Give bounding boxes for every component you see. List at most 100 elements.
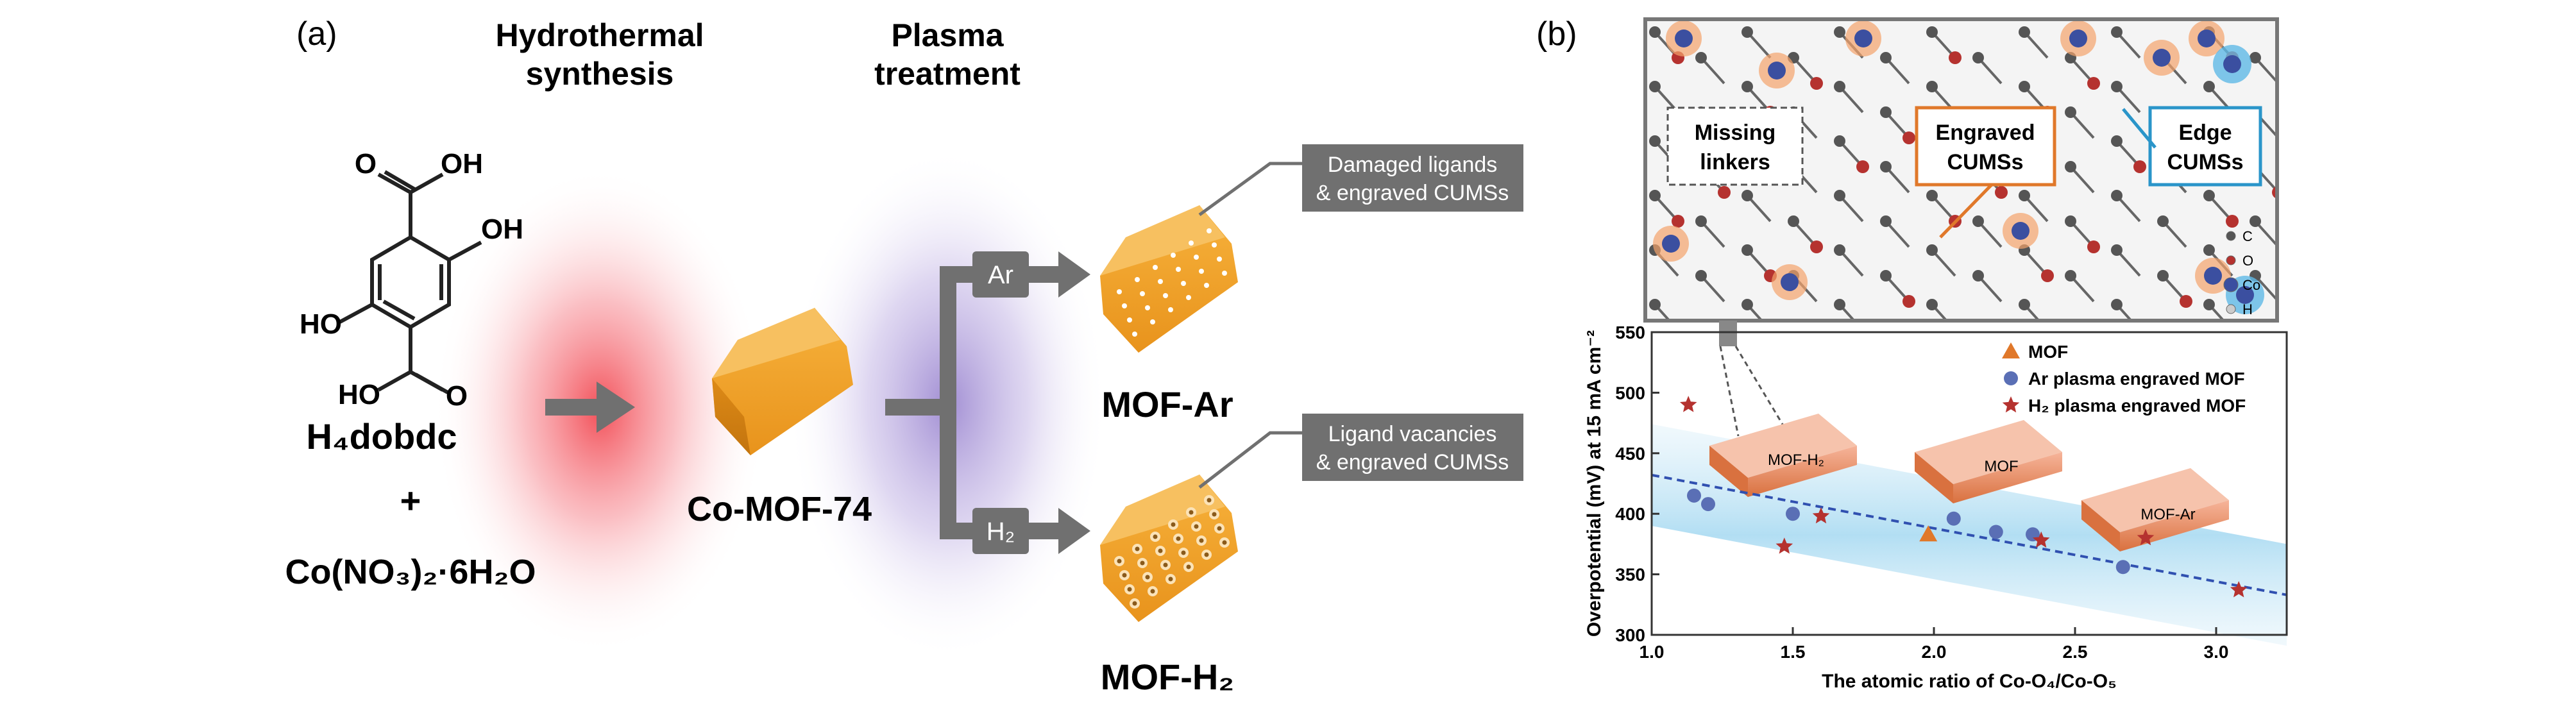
oxygen-atom: [2226, 215, 2239, 228]
x-tick-label: 3.0: [2204, 642, 2229, 662]
edge-cumss-line1: Edge: [2178, 121, 2232, 145]
oxygen-atom: [2180, 295, 2192, 308]
callout-top-line1: Damaged ligands: [1328, 153, 1498, 177]
carbon-atom: [1741, 26, 1753, 38]
prism-mof-ar: [1100, 205, 1238, 353]
data-point-star: [2032, 531, 2050, 548]
legend-atom-label: Co: [2242, 277, 2260, 293]
surface-dot: [1204, 283, 1209, 288]
legend-atom-label: O: [2242, 253, 2253, 269]
data-point-circle: [1988, 525, 2003, 539]
carbon-atom: [1880, 161, 1892, 172]
gas-ar-label: Ar: [988, 261, 1013, 289]
data-point-star: [1812, 507, 1830, 524]
oxygen-atom: [2087, 240, 2100, 253]
surface-dot: [1207, 228, 1212, 233]
gas-h2-label: H₂: [987, 517, 1015, 546]
bond: [1886, 330, 1909, 356]
cobalt-atom: [2012, 222, 2029, 240]
x-tick-label: 1.0: [1640, 642, 1665, 662]
vacancy-center: [1207, 498, 1212, 503]
cobalt-atom: [2236, 286, 2254, 304]
surface-dot: [1153, 265, 1158, 270]
vacancy-center: [1199, 538, 1204, 543]
vacancy-center: [1186, 564, 1191, 569]
linear-fit-line: [1651, 473, 2287, 596]
surface-dot: [1186, 295, 1191, 300]
y-tick-label: 450: [1615, 444, 1645, 464]
y-tick-label: 300: [1615, 625, 1645, 645]
oxygen-atom: [2041, 269, 2054, 282]
carbon-atom: [1788, 215, 1799, 227]
cobalt-atom: [2069, 29, 2087, 47]
vacancy-center: [1145, 575, 1150, 580]
missing-linkers-line1: Missing: [1695, 121, 1776, 145]
missing-linkers-line2: linkers: [1700, 150, 1770, 174]
vacancy-center: [1153, 534, 1158, 539]
carbon-atom: [1695, 270, 1707, 282]
oxygen-atom: [2087, 77, 2100, 90]
carbon-atom: [1788, 324, 1799, 336]
x-tick-label: 2.0: [1922, 642, 1947, 662]
carbon-atom: [1695, 324, 1707, 336]
data-point-triangle: [1919, 525, 1938, 542]
oxygen-atom: [1902, 295, 1915, 308]
vacancy-center: [1163, 562, 1168, 568]
carbon-atom: [2019, 299, 2030, 310]
vacancy-center: [1135, 546, 1140, 551]
vacancy-center: [1127, 587, 1132, 592]
atom-o-top: O: [355, 148, 377, 180]
data-point-circle: [2115, 560, 2130, 575]
vacancy-center: [1194, 524, 1199, 529]
cobalt-atom: [2153, 49, 2171, 67]
oxygen-atom: [1810, 77, 1823, 90]
engraved-cumss-line1: Engraved: [1936, 121, 2035, 145]
surface-dot: [1199, 269, 1204, 274]
data-point-star: [2137, 529, 2155, 546]
surface-dot: [1122, 303, 1127, 308]
prism-mof-h2: [1100, 475, 1238, 622]
carbon-atom: [1834, 135, 1845, 147]
legend-marker-triangle: [2002, 342, 2020, 358]
oxygen-atom: [1718, 186, 1731, 199]
pristine-label: Co-MOF-74: [687, 490, 872, 528]
carbon-atom: [2111, 26, 2123, 38]
surface-dot: [1171, 253, 1176, 258]
data-point-circle: [1687, 488, 1701, 503]
carbon-atom: [1649, 299, 1661, 310]
y-tick-label: 400: [1615, 504, 1645, 524]
atom-ho-left: HO: [300, 308, 342, 340]
carbon-atom: [1972, 270, 1984, 282]
oxygen-atom: [1856, 160, 1869, 173]
surface-dot: [1127, 317, 1132, 323]
inset-label: MOF-H₂: [1768, 451, 1824, 469]
surface-dot: [1150, 319, 1155, 324]
callout-bottom-line2: & engraved CUMSs: [1316, 450, 1509, 475]
linker-name: H₄dobdc: [306, 416, 457, 457]
carbon-atom: [1741, 299, 1753, 310]
atom-oh-top: OH: [441, 148, 483, 180]
inset-slab-side: [1709, 446, 1748, 497]
carbon-atom: [2065, 106, 2076, 118]
carbon-atom: [2250, 324, 2261, 336]
vacancy-center: [1176, 536, 1181, 541]
engraved-cumss-line2: CUMSs: [1947, 150, 2023, 174]
oxygen-atom: [1856, 324, 1869, 337]
legend-atom-o: [2226, 255, 2236, 265]
surface-dot: [1135, 277, 1140, 282]
carbon-atom: [1695, 215, 1707, 227]
legend-entry: H₂ plasma engraved MOF: [2028, 396, 2246, 416]
panel-b-label: (b): [1536, 15, 1577, 53]
surface-dot: [1176, 267, 1181, 272]
cobalt-atom: [2223, 55, 2241, 73]
surface-dot: [1181, 281, 1186, 286]
legend-entry: Ar plasma engraved MOF: [2028, 369, 2245, 389]
lattice-atoms: [1649, 21, 2275, 356]
carbon-atom: [2111, 135, 2123, 147]
surface-dot: [1217, 257, 1222, 262]
surface-dot: [1145, 305, 1150, 310]
linker-structure: [339, 170, 482, 394]
inset-slab-top: [1709, 414, 1857, 478]
cobalt-atom: [1768, 62, 1786, 80]
